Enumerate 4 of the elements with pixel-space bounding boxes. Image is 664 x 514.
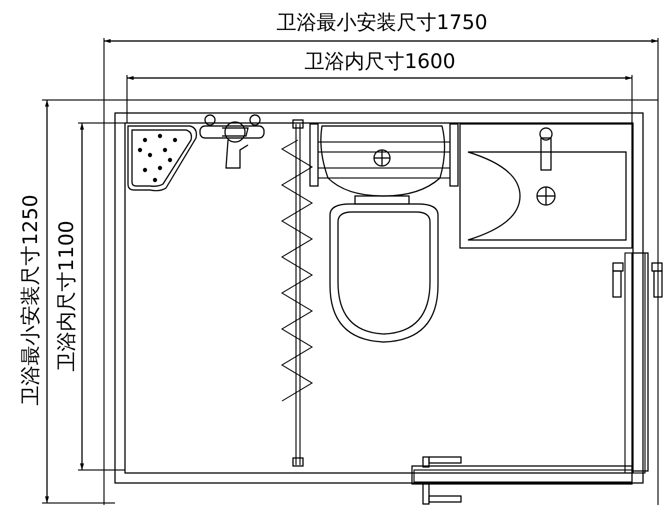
dimension-label: 卫浴内尺寸1100	[56, 220, 76, 372]
dimension-label: 卫浴最小安装尺寸1750	[276, 12, 488, 32]
dimension-label: 卫浴最小安装尺寸1250	[20, 194, 40, 406]
dimension-label: 卫浴内尺寸1600	[304, 51, 456, 71]
